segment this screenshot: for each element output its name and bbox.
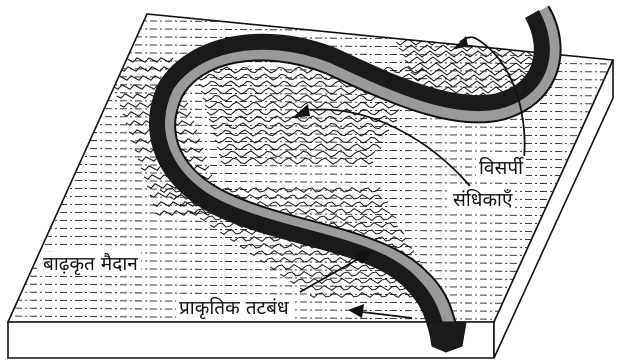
label-natural-levee: प्राकृतिक तटबंध bbox=[176, 296, 292, 320]
label-floodplain: बाढ़कृत मैदान bbox=[40, 252, 141, 276]
label-meander: विसर्पी bbox=[476, 156, 526, 180]
block-front-face bbox=[8, 322, 494, 358]
label-meander-scars: संधिकाएँ bbox=[450, 188, 515, 212]
hatch-line bbox=[0, 20, 619, 24]
